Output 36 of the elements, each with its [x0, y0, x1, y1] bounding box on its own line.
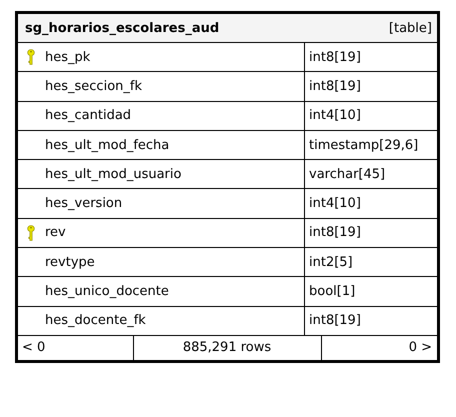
column-name: revtype [18, 248, 305, 276]
parent-count: < 0 [18, 336, 134, 360]
column-name: hes_seccion_fk [18, 72, 305, 101]
column-row [18, 72, 437, 102]
column-row [18, 248, 437, 278]
column-name: hes_unico_docente [18, 277, 305, 306]
column-name: hes_ult_mod_fecha [18, 130, 305, 160]
column-row [18, 43, 437, 72]
column-type: bool[1] [308, 283, 356, 302]
table-card [15, 11, 440, 363]
column-name: hes_pk [18, 43, 305, 72]
column-type: int8[19] [308, 48, 362, 67]
column-type: int4[10] [308, 107, 362, 126]
column-row [18, 218, 437, 248]
column-type: int8[19] [308, 312, 362, 330]
column-name: hes_ult_mod_usuario [18, 160, 305, 188]
column-name: hes_cantidad [18, 102, 305, 130]
column-name: hes_version [18, 189, 305, 218]
column-row [18, 277, 437, 307]
column-type: int2[5] [308, 254, 354, 272]
column-type: varchar[45] [308, 166, 386, 184]
column-row [18, 160, 437, 190]
column-type: int4[10] [308, 195, 362, 214]
column-name: hes_docente_fk [18, 306, 305, 335]
row-count: 885,291 rows [134, 336, 322, 360]
table-type-label: [table] [388, 20, 432, 36]
column-type: int8[19] [308, 78, 362, 96]
column-row [18, 306, 437, 336]
column-type: int8[19] [308, 224, 362, 242]
column-row [18, 102, 437, 131]
table-name: sg_horarios_escolares_aud [25, 20, 220, 36]
column-type: timestamp[29,6] [308, 136, 420, 155]
column-row [18, 189, 437, 219]
child-count: 0 > [408, 339, 433, 358]
column-row [18, 130, 437, 160]
column-name: rev [18, 218, 305, 248]
